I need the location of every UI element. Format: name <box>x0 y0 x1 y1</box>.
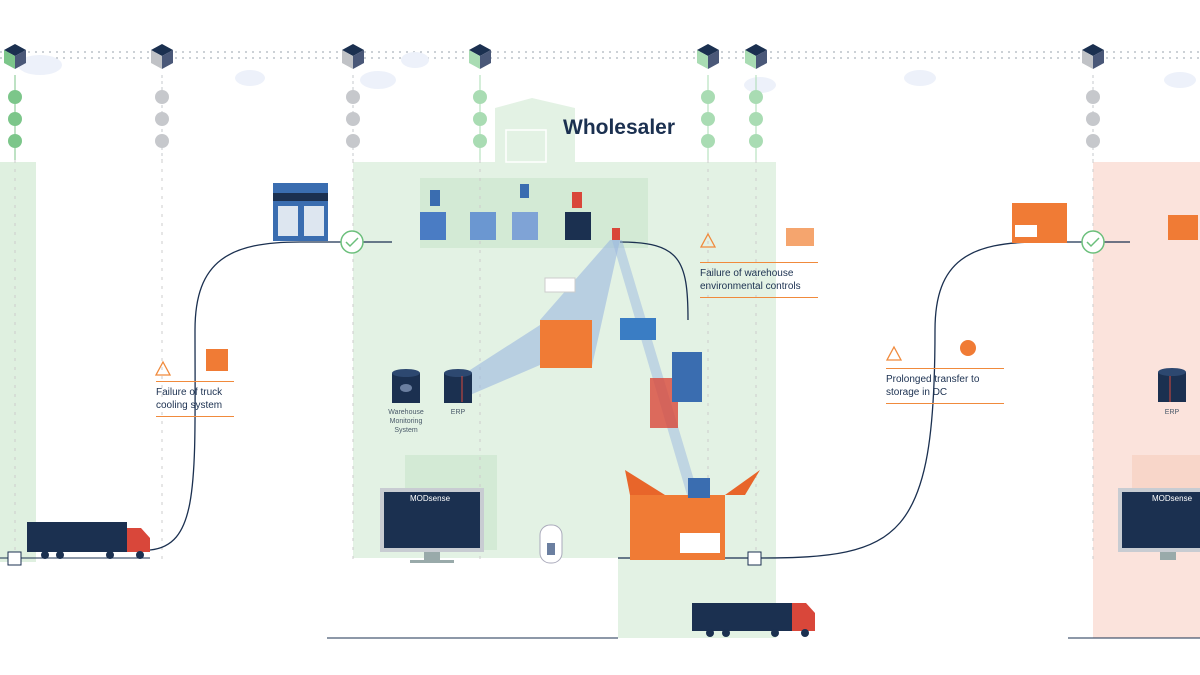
truck-icon <box>692 603 815 637</box>
warehouse-boxes <box>420 184 620 240</box>
page-title: Wholesaler <box>563 116 676 139</box>
monitor-icon <box>380 488 484 563</box>
fan-icon <box>206 349 228 371</box>
risk-warehouse-controls: Failure of warehouse environmental contr… <box>700 262 818 298</box>
sensor-icon <box>539 524 563 564</box>
database-icon <box>444 369 472 403</box>
shipping-box-icon <box>625 470 760 560</box>
ledger-node <box>745 44 767 560</box>
play-icon <box>7 551 22 566</box>
timer-icon <box>960 340 976 356</box>
store-icon <box>273 183 328 241</box>
warning-icon <box>699 232 717 248</box>
database-icon <box>392 369 420 403</box>
ledger-node <box>342 44 364 560</box>
warning-icon <box>154 360 172 376</box>
wms-label: Warehouse Monitoring System <box>388 409 424 434</box>
play-icon <box>747 551 762 566</box>
modsense-title: MODsense <box>410 494 451 503</box>
thermostat-icon <box>786 228 814 246</box>
ledger-node <box>151 44 173 560</box>
check-icon <box>1081 230 1105 254</box>
clouds <box>18 52 1196 93</box>
truck-icon <box>27 522 150 559</box>
left-green-zone <box>0 162 36 562</box>
flow-line <box>149 241 392 551</box>
ledger-node <box>4 44 26 560</box>
risk-prolonged-transfer: Prolonged transfer to storage in DC <box>886 368 1004 404</box>
check-icon <box>340 230 364 254</box>
warning-icon <box>885 345 903 361</box>
erp-label: ERP <box>1164 409 1180 416</box>
monitor-icon <box>1118 488 1200 560</box>
package-label <box>540 320 592 368</box>
risk-truck-cooling: Failure of truck cooling system <box>156 381 234 417</box>
ledger-node <box>1082 44 1104 560</box>
modsense-title: MODsense <box>1152 494 1193 503</box>
erp-label: ERP <box>450 409 466 416</box>
database-icon <box>1158 368 1186 402</box>
